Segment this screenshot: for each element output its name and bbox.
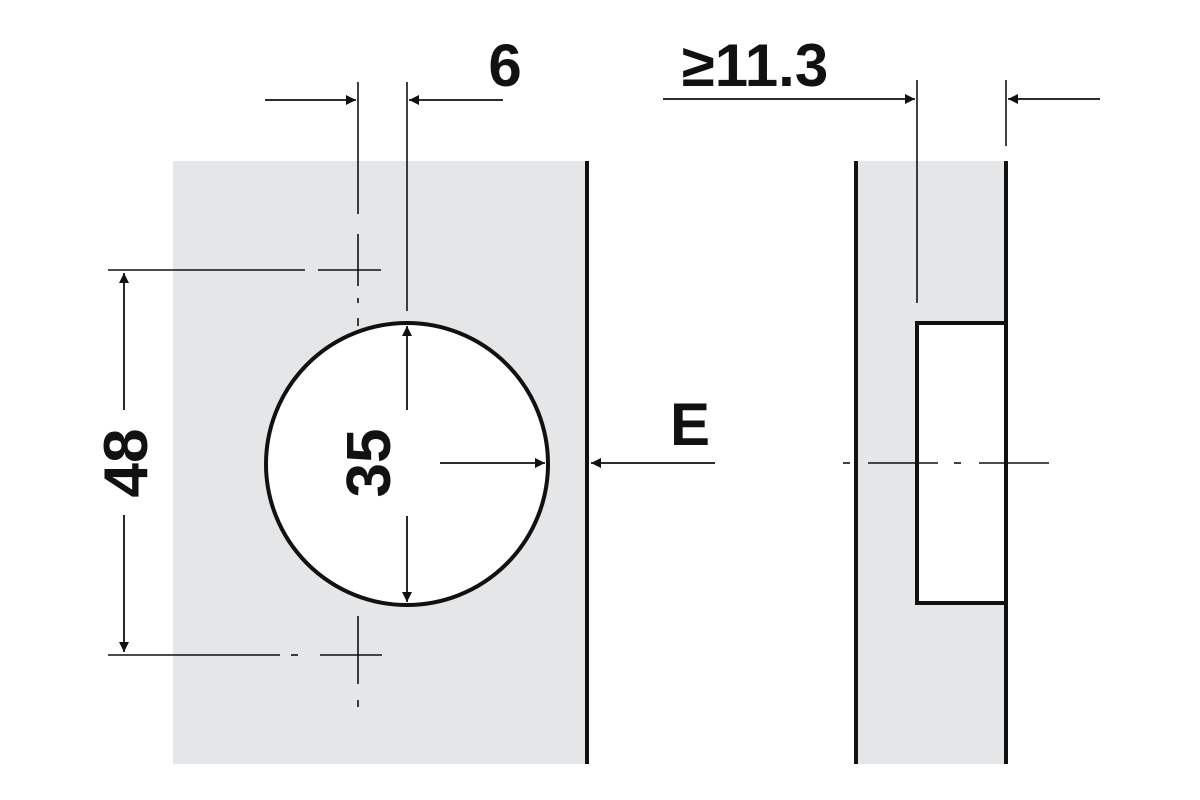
depth-dimension-label: ≥11.3 <box>682 32 828 99</box>
diameter-dimension-label: 35 <box>335 429 404 498</box>
edge-distance-label: E <box>670 391 710 458</box>
spacing-dimension-label: 48 <box>92 429 161 498</box>
cup-hole-circle <box>264 321 550 607</box>
front-view: 6 48 35 E <box>92 32 715 764</box>
offset-dimension-label: 6 <box>488 32 521 99</box>
side-view: ≥11.3 <box>663 32 1100 764</box>
